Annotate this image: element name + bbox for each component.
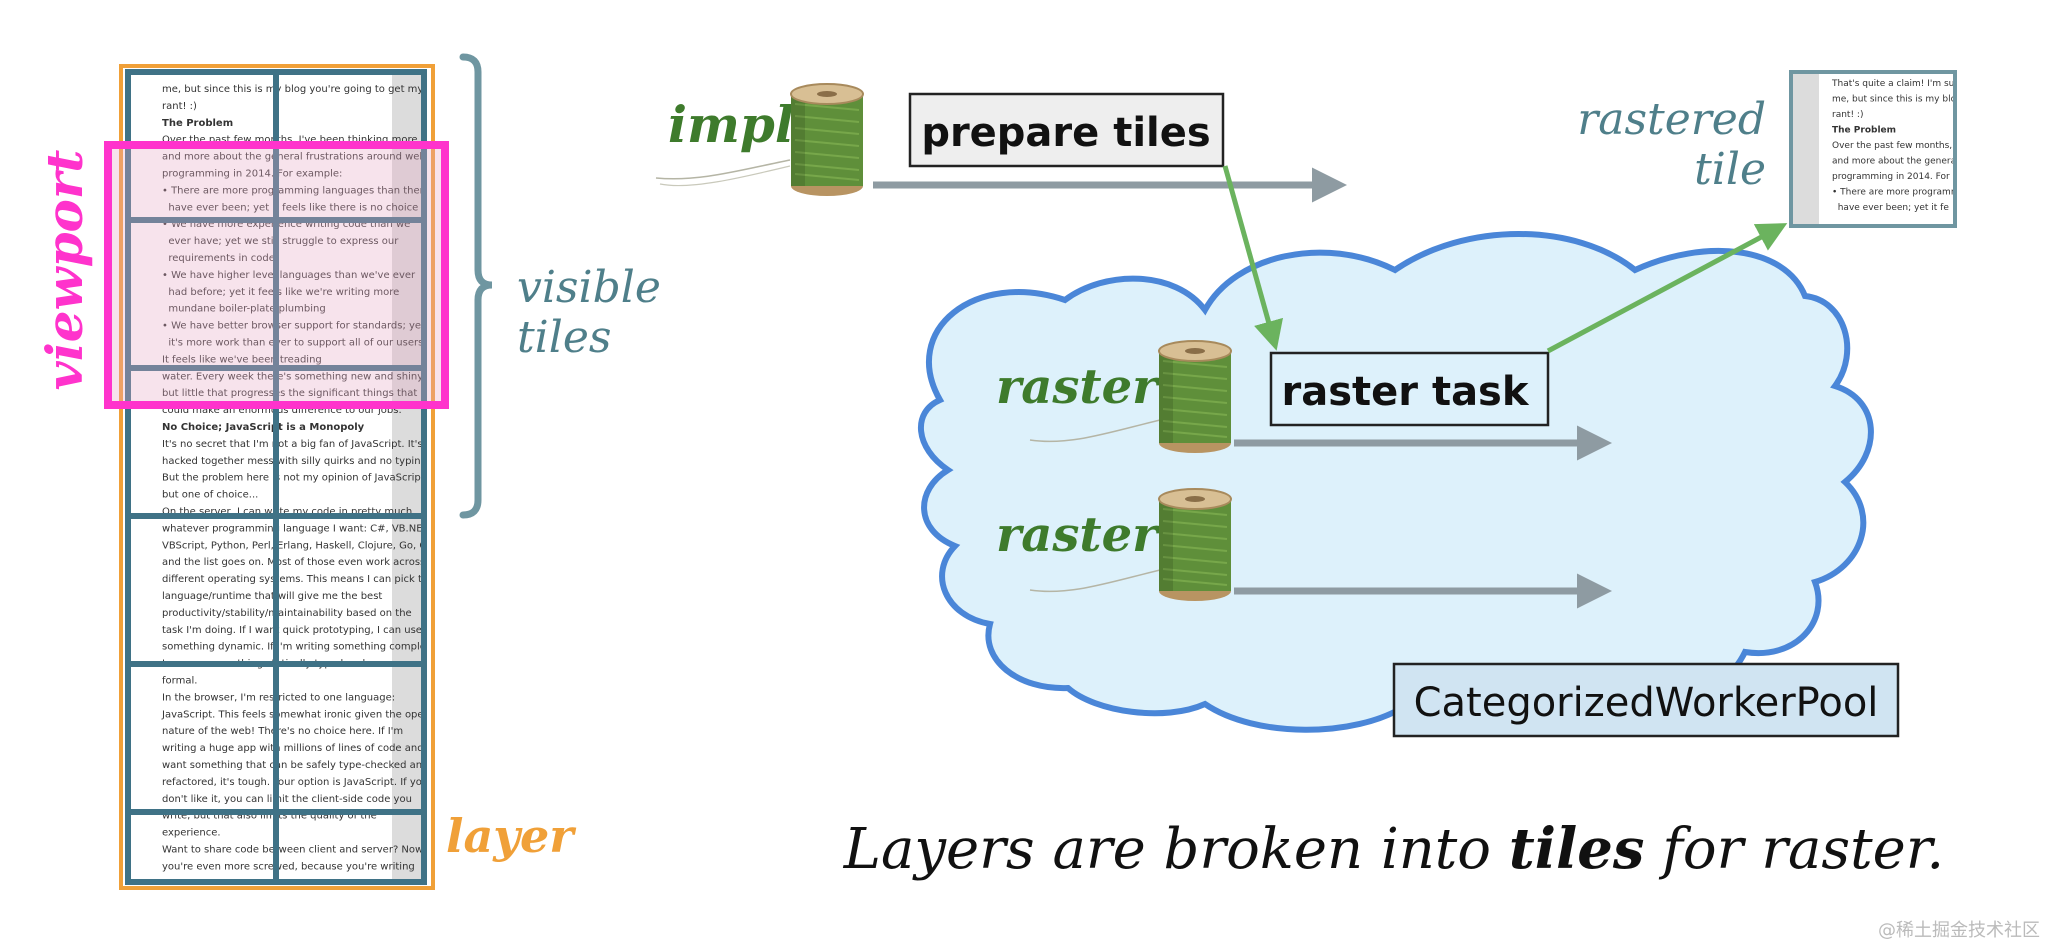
caption-pre: Layers are broken into <box>843 817 1509 882</box>
page-text-line: On the server, I can write my code in pr… <box>162 507 412 518</box>
worker-pool-label: CategorizedWorkerPool <box>1414 680 1879 726</box>
page-text-line: It feels like we've been treading <box>162 354 322 365</box>
prepare-to-raster-arrow <box>1222 165 1283 351</box>
page-text-line: Want to share code between client and se… <box>162 845 423 856</box>
spool-icon-impl <box>655 83 864 197</box>
page-text-line: It's no secret that I'm not a big fan of… <box>162 439 432 450</box>
page-text-line: writing a huge app with millions of line… <box>162 743 430 754</box>
page-text-line: but little that progresses the significa… <box>162 388 417 399</box>
page-text-line: rant! :) <box>162 101 197 112</box>
page-text-line: language/runtime that will give me the b… <box>162 591 382 602</box>
visible-tiles-label-line2: tiles <box>517 312 611 363</box>
page-text-line: have ever been; yet it feels like there … <box>162 202 418 213</box>
raster-task-box: raster task <box>1269 351 1550 427</box>
rastered-tile-label-line2: tile <box>1694 144 1766 195</box>
page-text-line: • There are more programming languages t… <box>162 185 430 196</box>
visible-tiles-bracket <box>459 53 493 519</box>
caption-bold: tiles <box>1509 816 1645 882</box>
impl-label: impl <box>668 95 794 154</box>
page-text-line: The Problem <box>162 118 233 129</box>
spool-icon-raster-1 <box>1029 340 1232 454</box>
viewport-rect <box>104 141 449 409</box>
page-text-line: different operating systems. This means … <box>162 574 434 585</box>
page-text-line: don't like it, you can limit the client-… <box>162 794 412 805</box>
page-text-line: me, but since this is my blog y <box>1832 95 1971 105</box>
page-text-line: whatever programming language I want: C#… <box>162 523 432 534</box>
page-text-line: Over the past few months, I've been thin… <box>162 135 418 146</box>
page-text-line: could make an enormous difference to our… <box>162 405 402 416</box>
page-text-line: and more about the general fr <box>1832 157 1969 167</box>
layer-border <box>119 64 435 890</box>
tile-grid <box>125 69 427 885</box>
page-text-line: No Choice; JavaScript is a Monopoly <box>162 422 365 433</box>
page-text-line: nature of the web! There's no choice her… <box>162 726 403 737</box>
page-text-line: have ever been; yet it fe <box>1832 203 1949 213</box>
page-text-line: productivity/stability/maintainability b… <box>162 608 412 619</box>
page-text-line: but one of choice... <box>162 490 258 501</box>
page-text-line: want something that can be safely type-c… <box>162 760 428 771</box>
page-text-line: mundane boiler-plate plumbing <box>162 304 326 315</box>
watermark: @稀土掘金技术社区 <box>1878 920 2040 941</box>
page-text-line: experience. <box>162 828 221 839</box>
page-text-line: programming in 2014. For exa <box>1832 172 1969 182</box>
page-text-line: hacked together mess with silly quirks a… <box>162 456 430 467</box>
page-text-line: had before; yet it feels like we're writ… <box>162 287 399 298</box>
raster-label-2: raster <box>996 507 1161 563</box>
page-text-line: programming in 2014. For example: <box>162 169 342 180</box>
page-text-line: • We have more experience writing code t… <box>162 219 410 230</box>
page-text-line: write, but that also limits the quality … <box>162 811 377 822</box>
page-text-line: it's more work than ever to support all … <box>162 338 423 349</box>
page-text-line: something dynamic. If I'm writing someth… <box>162 642 432 653</box>
page-text-line: • We have better browser support for sta… <box>162 321 425 332</box>
prepare-tiles-label: prepare tiles <box>921 110 1210 156</box>
page-text-line: you're even more screwed, because you're… <box>162 861 415 872</box>
page-text-line: and more about the general frustrations … <box>162 152 426 163</box>
caption-post: for raster. <box>1644 817 1944 882</box>
page-text-line: rant! :) <box>1832 110 1863 120</box>
rastered-tile: That's quite a claim! I'm sure m me, but … <box>1789 70 1975 228</box>
page-text-line: requirements in code <box>162 253 275 264</box>
page-text-line: water. Every week there's something new … <box>162 371 426 382</box>
rastered-tile-label-line1: rastered <box>1577 94 1766 145</box>
page-text-line: The Problem <box>1832 126 1896 136</box>
page-text-line: refactored, it's tough. Your option is J… <box>162 777 428 788</box>
caption: Layers are broken into tiles for raster. <box>843 816 1944 882</box>
page-text-line: • We have higher level languages than we… <box>162 270 416 281</box>
page-text-line: Over the past few months, I've <box>1832 141 1971 151</box>
worker-cloud <box>917 231 1874 736</box>
page-text-line: task I'm doing. If I want quick prototyp… <box>162 625 422 636</box>
page-text-line: JavaScript. This feels somewhat ironic g… <box>161 709 430 720</box>
worker-pool-box: CategorizedWorkerPool <box>1392 662 1900 738</box>
page-text-line: ever have; yet we still struggle to expr… <box>162 236 399 247</box>
page-text-line: formal. <box>162 676 197 687</box>
viewport-label: viewport <box>35 150 94 391</box>
raster-label-1: raster <box>996 359 1161 415</box>
page-text-line: That's quite a claim! I'm sure m <box>1831 79 1975 89</box>
page-text-line: me, but since this is my blog you're goi… <box>162 84 423 95</box>
layer-label: layer <box>446 809 577 863</box>
spool-icon-raster-2 <box>1029 488 1232 602</box>
visible-tiles-label-line1: visible <box>517 262 661 313</box>
rastered-tile-text: That's quite a claim! I'm sure m me, but … <box>1831 79 1975 213</box>
page-text-line: VBScript, Python, Perl, Erlang, Haskell,… <box>162 540 436 551</box>
raster-task-label: raster task <box>1282 369 1530 415</box>
prepare-tiles-box: prepare tiles <box>908 92 1225 168</box>
raster-to-tile-arrow <box>1546 223 1788 354</box>
page-text-line: • There are more programmi <box>1832 188 1962 198</box>
page-text-line: and the list goes on. Most of those even… <box>162 557 425 568</box>
page-text-line: But the problem here is not my opinion o… <box>162 473 428 484</box>
